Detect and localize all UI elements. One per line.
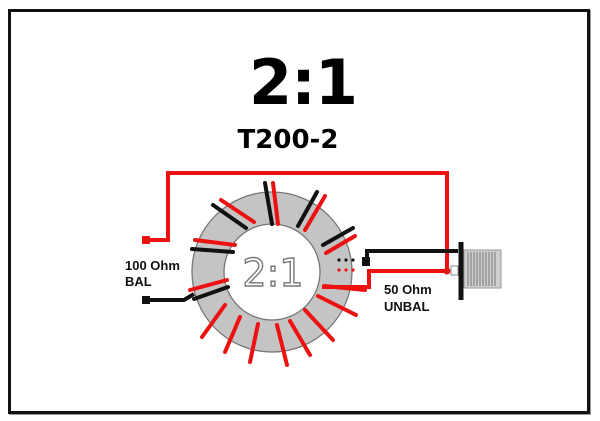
windings <box>188 181 367 367</box>
core-type-subtitle: T200-2 <box>237 125 339 155</box>
red-feed-wire <box>142 171 449 272</box>
right-port-impedance: 50 Ohm <box>384 282 432 297</box>
toroid-ratio-label: 2:1 <box>242 251 303 295</box>
right-port-type: UNBAL <box>384 299 430 314</box>
toroid-core <box>191 191 353 353</box>
left-port-impedance: 100 Ohm <box>125 258 180 273</box>
left-port-type: BAL <box>125 274 152 289</box>
tap-dots <box>337 258 355 272</box>
coax-connector <box>450 242 502 300</box>
ratio-title: 2:1 <box>248 46 358 119</box>
unbal-wires <box>322 249 458 289</box>
black-bal-wire <box>142 292 196 304</box>
